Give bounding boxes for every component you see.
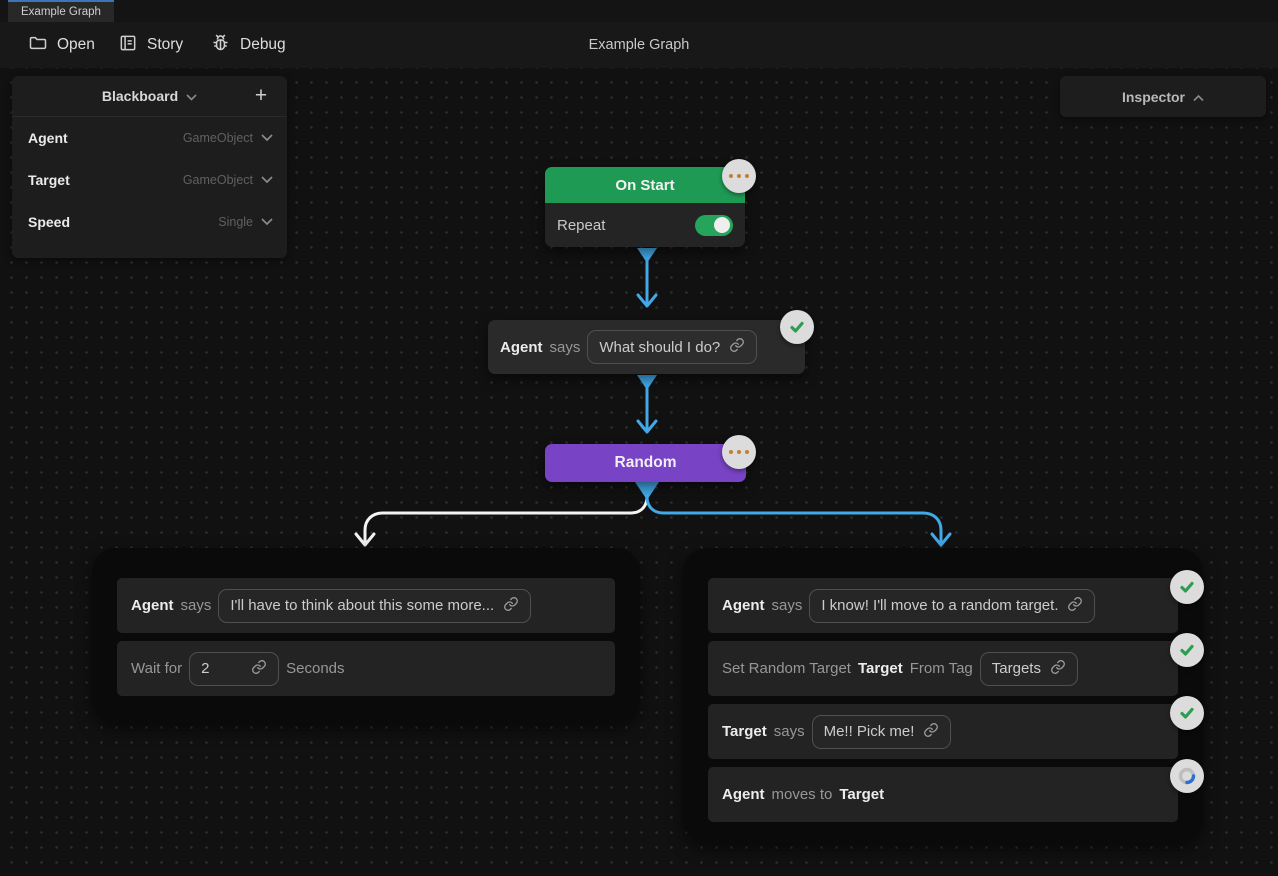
- on-start-title: On Start: [615, 176, 675, 194]
- node-menu-badge[interactable]: [722, 435, 756, 469]
- variable-name: Target: [839, 786, 885, 803]
- variable-name: Agent: [28, 130, 68, 146]
- tab-example-graph[interactable]: Example Graph: [8, 0, 114, 22]
- verb-label: says: [771, 597, 803, 614]
- actor-name: Agent: [722, 786, 765, 803]
- link-icon: [251, 659, 267, 679]
- action-row-wait[interactable]: Wait for 2 Seconds: [117, 641, 615, 696]
- variable-type: GameObject: [182, 131, 253, 145]
- story-button[interactable]: Story: [118, 22, 183, 68]
- folder-icon: [28, 33, 48, 58]
- wait-suffix: Seconds: [286, 660, 345, 677]
- repeat-toggle[interactable]: [695, 214, 733, 236]
- chevron-up-icon: [1193, 89, 1204, 105]
- action-row-target-says[interactable]: Target says Me!! Pick me!: [708, 696, 1204, 759]
- wait-value-field[interactable]: 2: [189, 651, 280, 686]
- on-start-body: Repeat: [545, 203, 745, 247]
- link-icon: [923, 722, 939, 742]
- dialogue-field[interactable]: I know! I'll move to a random target.: [809, 588, 1096, 623]
- wait-value: 2: [201, 660, 210, 677]
- tab-label: Example Graph: [21, 6, 101, 18]
- link-icon: [503, 596, 519, 616]
- action-row-set-random-target[interactable]: Set Random Target Target From Tag Target…: [708, 633, 1204, 696]
- toggle-knob: [714, 217, 730, 233]
- blackboard-panel: Blackboard + Agent GameObject Target Gam…: [12, 76, 287, 258]
- node-group-left[interactable]: Agent says I'll have to think about this…: [92, 548, 640, 723]
- dialogue-field[interactable]: Me!! Pick me!: [811, 714, 952, 749]
- node-on-start[interactable]: On Start Repeat: [545, 159, 756, 247]
- blackboard-row-agent[interactable]: Agent GameObject: [12, 117, 287, 159]
- chevron-down-icon: [186, 88, 197, 104]
- chevron-down-icon[interactable]: [261, 171, 273, 189]
- inspector-panel[interactable]: Inspector: [1060, 76, 1266, 117]
- actor-name: Target: [722, 723, 767, 740]
- toolbar: Open Story Debug Example Graph: [0, 22, 1278, 68]
- status-done-icon: [1170, 633, 1204, 667]
- node-random[interactable]: Random: [545, 435, 756, 482]
- variable-name: Target: [28, 172, 70, 188]
- repeat-label: Repeat: [557, 216, 606, 234]
- story-icon: [118, 33, 138, 58]
- variable-type: Single: [218, 215, 253, 229]
- verb-label: moves to: [771, 786, 833, 803]
- action-prefix: Set Random Target: [722, 660, 851, 677]
- dialogue-field[interactable]: I'll have to think about this some more.…: [218, 588, 532, 623]
- actor-name: Agent: [722, 597, 765, 614]
- variable-name: Speed: [28, 214, 71, 230]
- dialogue-text: I'll have to think about this some more.…: [230, 597, 495, 614]
- wait-prefix: Wait for: [131, 660, 183, 677]
- link-icon: [1050, 659, 1066, 679]
- on-start-header: On Start: [545, 167, 745, 203]
- blackboard-row-speed[interactable]: Speed Single: [12, 201, 287, 243]
- node-agent-says[interactable]: Agent says What should I do?: [488, 310, 814, 374]
- variable-name: Target: [857, 660, 903, 677]
- node-menu-badge[interactable]: [722, 159, 756, 193]
- blackboard-title: Blackboard: [101, 88, 179, 104]
- graph-title: Example Graph: [588, 37, 690, 53]
- chevron-down-icon[interactable]: [261, 129, 273, 147]
- dialogue-text: I know! I'll move to a random target.: [821, 597, 1059, 614]
- tag-value: Targets: [991, 660, 1041, 677]
- ellipsis-icon: [728, 449, 750, 455]
- chevron-down-icon[interactable]: [261, 213, 273, 231]
- tab-bar: Example Graph: [0, 0, 1278, 22]
- verb-label: says: [773, 723, 805, 740]
- status-running-icon: [1170, 759, 1204, 793]
- tag-field[interactable]: Targets: [979, 651, 1078, 686]
- dialogue-text: What should I do?: [599, 338, 721, 356]
- add-variable-button[interactable]: +: [254, 84, 268, 107]
- debug-label: Debug: [240, 36, 286, 53]
- actor-name: Agent: [500, 338, 543, 356]
- bug-icon: [210, 32, 231, 58]
- variable-type: GameObject: [182, 173, 253, 187]
- action-mid: From Tag: [909, 660, 973, 677]
- action-row-agent-says[interactable]: Agent says I'll have to think about this…: [117, 578, 615, 633]
- dialogue-field[interactable]: What should I do?: [587, 330, 758, 364]
- action-row-agent-moves[interactable]: Agent moves to Target: [708, 759, 1204, 822]
- story-label: Story: [147, 36, 184, 53]
- random-title: Random: [614, 454, 677, 471]
- status-done-icon: [780, 310, 814, 344]
- open-button[interactable]: Open: [28, 22, 95, 68]
- ellipsis-icon: [728, 173, 750, 179]
- action-row-agent-says[interactable]: Agent says I know! I'll move to a random…: [708, 570, 1204, 633]
- verb-label: says: [180, 597, 212, 614]
- status-done-icon: [1170, 570, 1204, 604]
- verb-label: says: [549, 338, 581, 356]
- status-done-icon: [1170, 696, 1204, 730]
- debug-button[interactable]: Debug: [210, 22, 286, 68]
- dialogue-text: Me!! Pick me!: [823, 723, 915, 740]
- blackboard-row-target[interactable]: Target GameObject: [12, 159, 287, 201]
- blackboard-header[interactable]: Blackboard +: [12, 76, 287, 117]
- link-icon: [729, 337, 745, 357]
- actor-name: Agent: [131, 597, 174, 614]
- link-icon: [1067, 596, 1083, 616]
- open-label: Open: [57, 36, 95, 53]
- inspector-title: Inspector: [1121, 88, 1185, 105]
- node-group-right[interactable]: Agent says I know! I'll move to a random…: [683, 548, 1204, 843]
